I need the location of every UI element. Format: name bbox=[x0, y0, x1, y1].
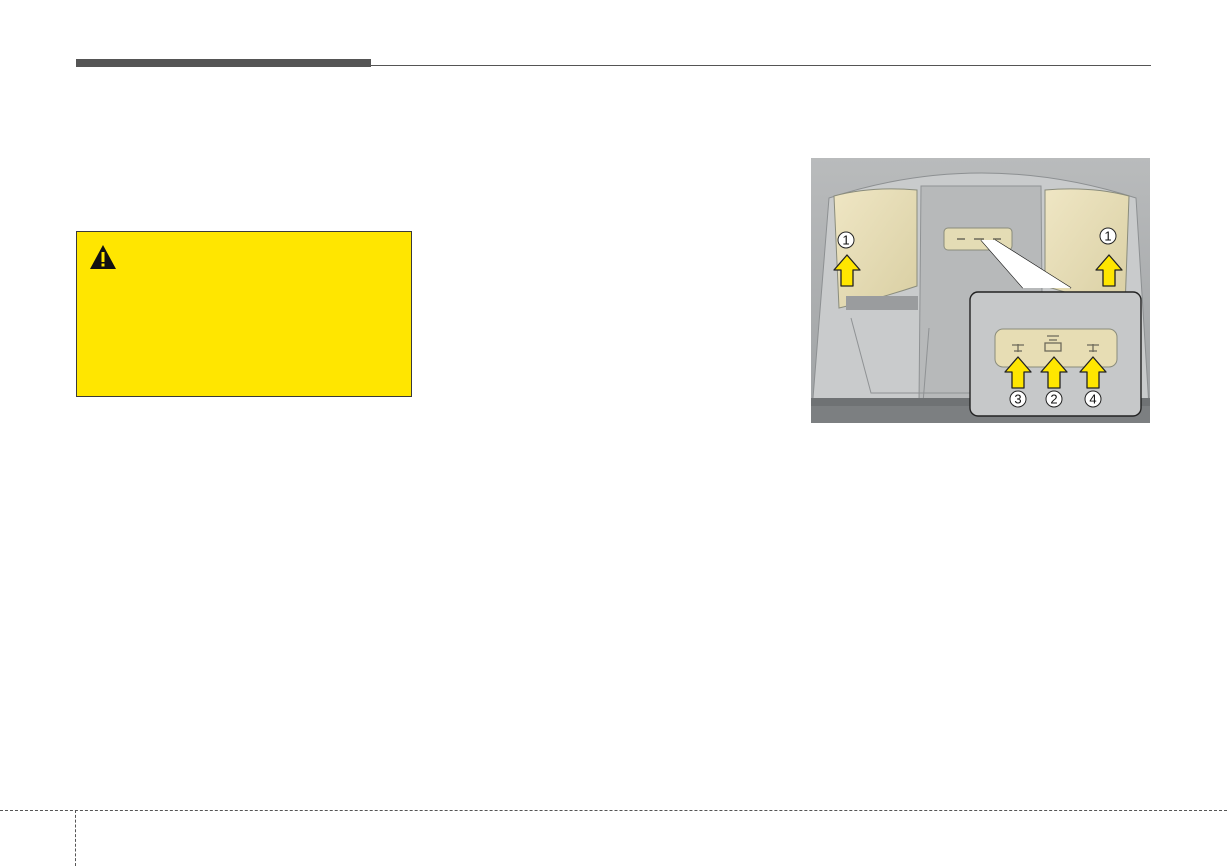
callout-left-lamp: 1 bbox=[842, 233, 849, 248]
up-arrow-icon bbox=[1040, 356, 1068, 389]
header-rule bbox=[371, 65, 1151, 66]
callout-switch-right: 4 bbox=[1089, 392, 1096, 407]
callout-switch-left: 3 bbox=[1014, 392, 1021, 407]
up-arrow-icon bbox=[1095, 254, 1123, 287]
warning-box bbox=[76, 231, 412, 397]
warning-triangle-icon bbox=[90, 245, 116, 269]
callout-right-lamp: 1 bbox=[1104, 229, 1111, 244]
up-arrow-icon bbox=[1004, 356, 1032, 389]
footer-rule bbox=[0, 810, 1227, 811]
up-arrow-icon bbox=[833, 254, 861, 287]
footer-margin-rule bbox=[75, 810, 76, 866]
callout-switch-center: 2 bbox=[1050, 392, 1057, 407]
overhead-console-illustration: 1 1 3 2 4 bbox=[811, 158, 1150, 423]
header-bar bbox=[76, 59, 371, 67]
up-arrow-icon bbox=[1079, 356, 1107, 389]
